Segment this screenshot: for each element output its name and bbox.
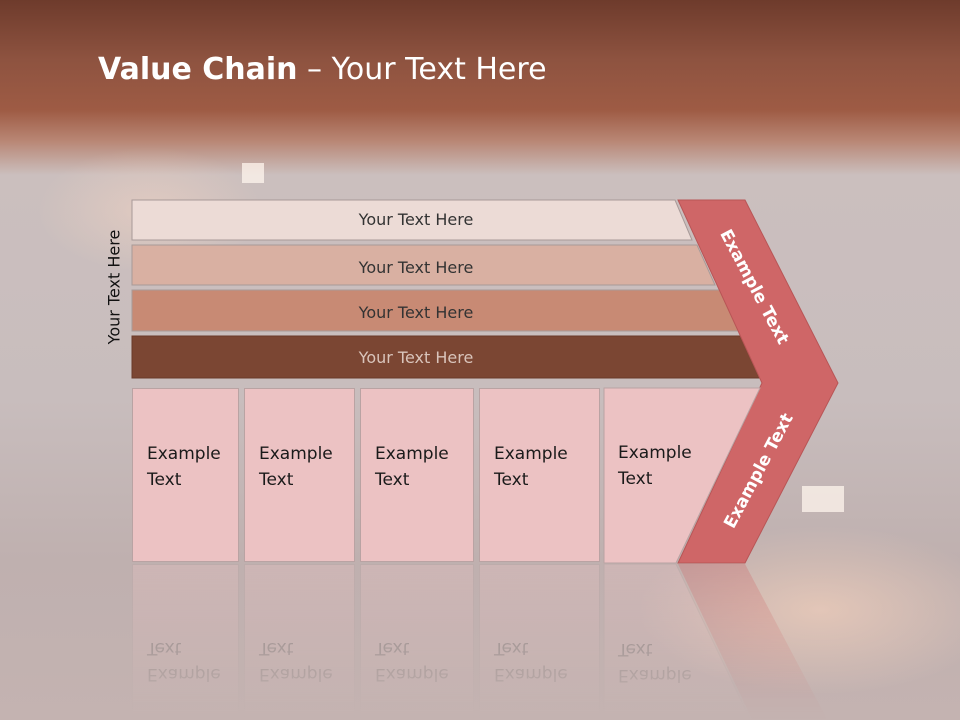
cell-5-label: Example Text — [618, 443, 692, 489]
reflection-content: Example Text Example Text Example Text E… — [0, 564, 960, 720]
bar-3-label: Your Text Here — [358, 303, 474, 322]
background-light-fixture — [242, 163, 264, 183]
cell-5-shape — [603, 387, 761, 564]
primary-cell-2[interactable]: Example Text — [244, 388, 355, 562]
last-cell-shape[interactable] — [603, 387, 761, 564]
reflection-cell-5-shape — [603, 564, 761, 720]
chevron-shape — [677, 199, 839, 564]
primary-cell-3[interactable]: Example Text — [360, 388, 474, 562]
cell-2-label: Example Text — [259, 444, 333, 490]
reflection-cell-label: Example Text — [618, 639, 692, 685]
background-light-fixture — [802, 486, 844, 512]
primary-cell-1[interactable]: Example Text — [132, 388, 239, 562]
diagram-reflection: Example Text Example Text Example Text E… — [0, 564, 960, 720]
cell-3-label: Example Text — [375, 444, 449, 490]
bar-4-label: Your Text Here — [358, 348, 474, 367]
support-bars: Your Text Here Your Text Here Your Text … — [131, 199, 764, 379]
reflection-chevron — [678, 564, 838, 720]
slide-title: Value Chain – Your Text Here — [98, 52, 547, 87]
bar-1[interactable] — [131, 199, 693, 241]
slide-title-bold: Value Chain — [98, 52, 298, 87]
cell-4-label: Example Text — [494, 444, 568, 490]
reflection-shapes — [603, 564, 838, 720]
bar-2[interactable] — [131, 244, 716, 286]
bar-2-label: Your Text Here — [358, 258, 474, 277]
bar-1-label: Your Text Here — [358, 210, 474, 229]
slide-title-rest: – Your Text Here — [297, 52, 547, 87]
cell-1-label: Example Text — [147, 444, 221, 490]
primary-cell-4[interactable]: Example Text — [479, 388, 600, 562]
